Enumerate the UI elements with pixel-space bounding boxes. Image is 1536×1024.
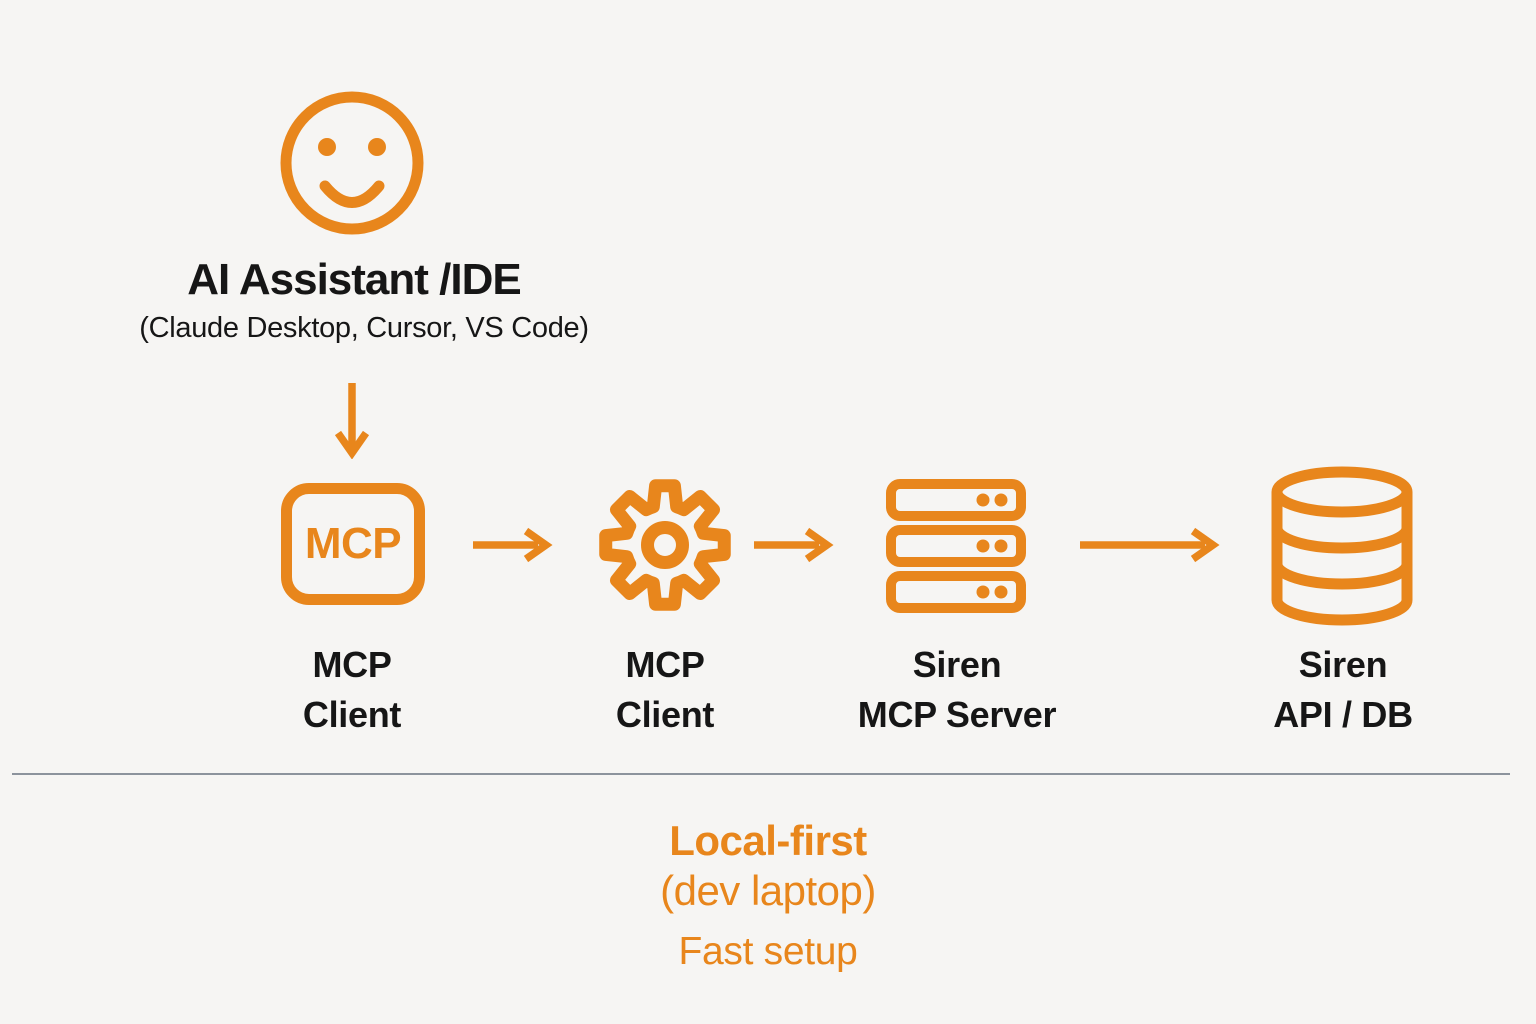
ai-assistant-subtitle: (Claude Desktop, Cursor, VS Code) (139, 312, 589, 344)
footer-environment: (dev laptop) (660, 867, 876, 914)
arrow-right-icon (473, 527, 553, 563)
mcp-badge-icon: MCP (281, 483, 425, 605)
section-divider (12, 773, 1510, 775)
label-line: Siren (1298, 644, 1388, 685)
smiley-face-icon (280, 91, 424, 235)
label-line: API / DB (1273, 694, 1413, 735)
server-stack-icon (886, 479, 1026, 613)
label-line: MCP Server (857, 694, 1057, 735)
node-label-mcp-client-1: MCP Client (202, 640, 502, 740)
footer-note: Fast setup (678, 930, 858, 973)
label-line: Client (615, 694, 715, 735)
ai-assistant-title: AI Assistant /IDE (187, 255, 521, 304)
arrow-right-icon (1080, 527, 1220, 563)
node-label-siren-mcp-server: Siren MCP Server (782, 640, 1132, 740)
footer-mode-title: Local-first (669, 817, 867, 864)
node-label-mcp-client-2: MCP Client (515, 640, 815, 740)
label-line: Client (302, 694, 402, 735)
mcp-badge-text: MCP (304, 519, 402, 568)
label-line: MCP (625, 644, 705, 685)
gear-icon (599, 479, 731, 611)
arrow-right-icon (754, 527, 834, 563)
label-line: Siren (912, 644, 1002, 685)
label-line: MCP (312, 644, 392, 685)
database-icon (1271, 466, 1413, 626)
node-label-siren-api-db: Siren API / DB (1183, 640, 1503, 740)
arrow-down-icon (334, 383, 370, 459)
